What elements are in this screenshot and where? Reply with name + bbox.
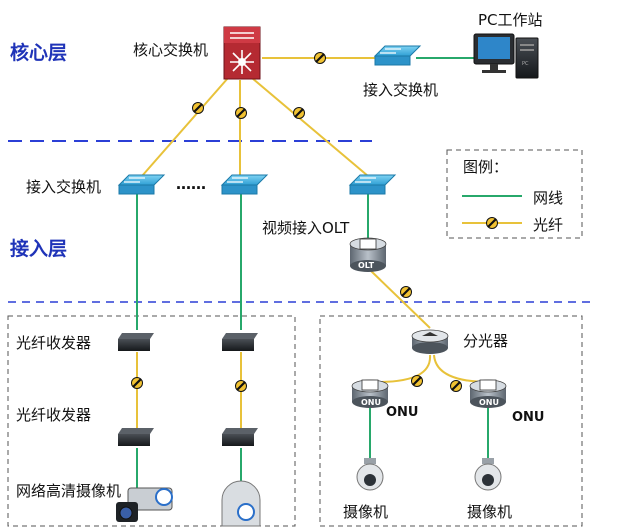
camera-right-label: 摄像机 bbox=[467, 503, 513, 521]
splitter-label: 分光器 bbox=[463, 332, 509, 350]
video-olt-label: 视频接入OLT bbox=[262, 219, 350, 237]
transceiver-icon[interactable] bbox=[222, 428, 258, 446]
pc-workstation-icon[interactable]: PC bbox=[473, 33, 539, 79]
fiber-marker bbox=[191, 101, 205, 115]
transceiver-label-2: 光纤收发器 bbox=[16, 406, 92, 424]
hd-camera-label: 网络高清摄像机 bbox=[16, 482, 122, 500]
fiber-marker bbox=[410, 374, 424, 388]
access-switch-top-label: 接入交换机 bbox=[363, 81, 439, 99]
onu-right-badge: ONU bbox=[479, 398, 499, 407]
access-switch-mid-icon[interactable] bbox=[220, 174, 269, 195]
ellipsis-label: …… bbox=[176, 175, 206, 193]
onu-left-badge: ONU bbox=[361, 398, 381, 407]
transceiver-label-1: 光纤收发器 bbox=[16, 334, 92, 352]
fiber-core-to-access-left bbox=[141, 77, 229, 177]
transceiver-group-box bbox=[7, 315, 296, 527]
fiber-splitter-to-onu-left bbox=[377, 354, 432, 383]
access-switch-olt-icon[interactable] bbox=[348, 174, 397, 195]
fiber-marker bbox=[449, 379, 463, 393]
onu-right-label: ONU bbox=[512, 410, 545, 425]
transceiver-icon[interactable] bbox=[222, 333, 258, 351]
layer-label-core: 核心层 bbox=[10, 42, 68, 64]
onu-left-label: ONU bbox=[386, 405, 419, 420]
core-switch-label: 核心交换机 bbox=[133, 41, 209, 59]
olt-icon[interactable] bbox=[349, 237, 387, 272]
olt-badge: OLT bbox=[358, 261, 375, 270]
transceiver-icon[interactable] bbox=[118, 333, 154, 351]
splitter-icon[interactable] bbox=[411, 329, 449, 354]
legend-fiber-marker bbox=[485, 216, 499, 230]
layer-label-access: 接入层 bbox=[10, 238, 68, 260]
pc-station-label: PC工作站 bbox=[478, 11, 543, 29]
fiber-marker bbox=[292, 106, 306, 120]
transceiver-icon[interactable] bbox=[118, 428, 154, 446]
access-switch-top-icon[interactable] bbox=[373, 45, 422, 66]
svg-text:PC: PC bbox=[522, 61, 529, 67]
camera-left-label: 摄像机 bbox=[343, 503, 389, 521]
fiber-marker bbox=[234, 379, 248, 393]
fiber-marker bbox=[130, 376, 144, 390]
fiber-marker bbox=[313, 51, 327, 65]
bullet-camera-icon[interactable] bbox=[116, 487, 173, 522]
onu-left-icon[interactable] bbox=[351, 379, 389, 408]
connections bbox=[136, 57, 491, 490]
fiber-splitter-to-onu-right bbox=[433, 354, 491, 383]
dome-camera-icon[interactable] bbox=[474, 458, 502, 491]
pon-group-box bbox=[319, 315, 583, 527]
legend-fiber-label: 光纤 bbox=[533, 216, 564, 234]
dome-camera-icon[interactable] bbox=[356, 458, 384, 491]
access-switch-left-icon[interactable] bbox=[117, 174, 166, 195]
onu-right-icon[interactable] bbox=[469, 379, 507, 408]
core-switch-icon[interactable] bbox=[223, 26, 261, 80]
fiber-olt-to-splitter bbox=[367, 267, 431, 329]
fiber-core-to-olt bbox=[251, 77, 369, 177]
fiber-marker bbox=[399, 285, 413, 299]
legend-title: 图例： bbox=[463, 158, 509, 176]
access-switch-left-label: 接入交换机 bbox=[26, 178, 102, 196]
legend-cable-label: 网线 bbox=[533, 189, 564, 207]
fiber-marker bbox=[234, 106, 248, 120]
dome-camera-icon[interactable] bbox=[221, 480, 261, 527]
